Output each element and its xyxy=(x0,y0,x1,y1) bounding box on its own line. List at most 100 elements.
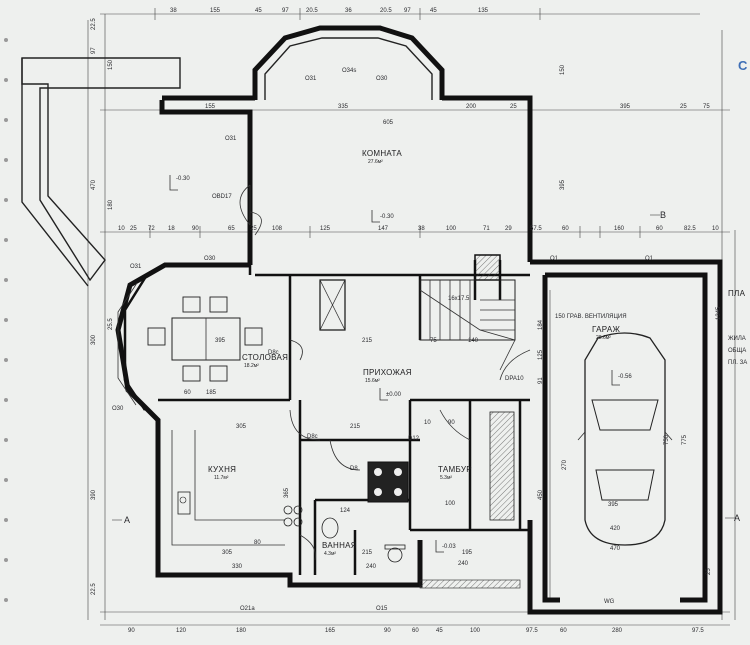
dim-inner: 185 xyxy=(206,390,217,396)
mark-window-o34: O34s xyxy=(342,68,356,74)
dim-row3: 160 xyxy=(614,226,625,232)
dim-row3: 25 xyxy=(250,226,257,232)
dim-inner: 305 xyxy=(236,424,247,430)
dim-row3: 65 xyxy=(228,226,235,232)
dining-table xyxy=(147,296,263,382)
dim-inner: 91 xyxy=(538,377,544,384)
boiler-unit xyxy=(367,461,409,503)
dim-inner: 215 xyxy=(350,424,361,430)
dim-bottom: 60 xyxy=(560,628,567,634)
dim-inner: 100 xyxy=(445,501,456,507)
mark-window-o15: O15 xyxy=(376,606,388,612)
ventilation-shaft xyxy=(319,279,346,331)
mark-window-o31a: O31 xyxy=(305,76,317,82)
mark-window-o30a: O30 xyxy=(376,76,388,82)
dim-top: 135 xyxy=(478,8,489,14)
mark-door-d12: D12 xyxy=(408,436,420,442)
dim-inner: 450 xyxy=(538,489,544,500)
dim-right: 150 xyxy=(560,64,566,75)
dim-inner: 395 xyxy=(608,502,619,508)
wall-hatch xyxy=(419,579,521,589)
dim-inner: 330 xyxy=(232,564,243,570)
dim-inner: 365 xyxy=(284,487,290,498)
dim-row2: 25 xyxy=(680,104,687,110)
dim-inner: 215 xyxy=(362,550,373,556)
dim-bottom: 97.5 xyxy=(692,628,704,634)
dim-inner: 305 xyxy=(222,550,233,556)
room-area-vestibule: 5.3м² xyxy=(440,475,452,481)
note-ventilation: 150 ГРАВ. ВЕНТИЛЯЦИЯ xyxy=(555,314,627,320)
mark-gate: WG xyxy=(604,599,615,605)
interior-walls xyxy=(158,260,530,575)
grid-letter-b: B xyxy=(660,210,666,220)
terrace-outline xyxy=(21,57,181,287)
dim-bottom: 180 xyxy=(236,628,247,634)
dims-inner: 305 185 395 215 215 305 330 240 395 420 … xyxy=(184,319,621,570)
dims-bottom: 90 120 180 165 90 60 45 100 97.5 60 280 … xyxy=(128,628,704,634)
dim-row3: 18 xyxy=(168,226,175,232)
dim-left: 300 xyxy=(91,334,97,345)
dim-top: 20.5 xyxy=(380,8,392,14)
dim-row2: 25 xyxy=(510,104,517,110)
exterior-walls xyxy=(115,95,723,615)
level-garage: -0.56 xyxy=(618,374,632,380)
dim-inner: 10 xyxy=(424,420,431,426)
dim-row3: 90 xyxy=(192,226,199,232)
dim-inner: 270 xyxy=(562,459,568,470)
dim-left: 180 xyxy=(108,199,114,210)
brand-letter: С xyxy=(738,58,748,73)
dim-left: 22.5 xyxy=(91,583,97,595)
dim-row2: 335 xyxy=(338,104,349,110)
dim-bottom: 45 xyxy=(436,628,443,634)
dim-bottom: 280 xyxy=(612,628,623,634)
dim-right: 775 xyxy=(682,434,688,445)
room-name-vestibule: ТАМБУР xyxy=(438,465,472,474)
level-markers xyxy=(169,175,620,553)
mark-window-o30b: O30 xyxy=(204,256,216,262)
note-right-3: ПЛ. ЗА xyxy=(728,360,747,366)
dim-row3: 82.5 xyxy=(684,226,696,232)
dim-inner: 90 xyxy=(448,420,455,426)
dim-right: 25 xyxy=(706,568,712,575)
dim-inner: 215 xyxy=(362,338,373,344)
binder-holes xyxy=(4,38,8,602)
dim-inner: 395 xyxy=(215,338,226,344)
bathroom-fixtures xyxy=(321,517,406,563)
mark-door-d8: D8 xyxy=(350,466,358,472)
mark-window-o31c: O31 xyxy=(130,264,142,270)
dim-inner: 60 xyxy=(184,390,191,396)
dim-top: 45 xyxy=(255,8,262,14)
dim-row3: 60 xyxy=(656,226,663,232)
level-living: -0.30 xyxy=(176,176,190,182)
mark-door-dpa: DPA10 xyxy=(505,376,524,382)
dim-inner: 75 xyxy=(430,338,437,344)
dim-inner: 80 xyxy=(254,540,261,546)
door-swings xyxy=(239,184,531,561)
dimension-lines xyxy=(87,8,736,626)
mark-door-d8c-1: D8c xyxy=(268,350,279,356)
dim-left: 22.5 xyxy=(91,18,97,30)
dim-row3: 57.5 xyxy=(530,226,542,232)
dim-inner: 140 xyxy=(468,338,479,344)
dim-top: 97 xyxy=(404,8,411,14)
bay-window-top xyxy=(252,25,445,100)
level-vestibule: -0.03 xyxy=(442,544,456,550)
dim-inner: 240 xyxy=(458,561,469,567)
level-living-2: -0.30 xyxy=(380,214,394,220)
dim-row2: 155 xyxy=(205,104,216,110)
grid-letter-a-left: A xyxy=(124,515,130,525)
dim-top: 38 xyxy=(170,8,177,14)
dim-left: 390 xyxy=(91,489,97,500)
dim-row3: 125 xyxy=(320,226,331,232)
mark-window-o1b: O1 xyxy=(645,256,654,262)
note-right-2: ОБЩА xyxy=(728,348,746,354)
mark-window-o30c: O30 xyxy=(112,406,124,412)
dim-row3: 72 xyxy=(148,226,155,232)
dims-row3: 10 25 72 18 90 65 25 108 125 147 38 100 … xyxy=(118,226,719,232)
dim-bottom: 90 xyxy=(128,628,135,634)
dim-left: 25.5 xyxy=(108,318,114,330)
dim-inner: 124 xyxy=(340,508,351,514)
dims-left: 22.5 97 150 470 180 300 25.5 390 22.5 xyxy=(91,18,114,595)
staircase xyxy=(419,279,516,371)
level-hall: ±0.00 xyxy=(386,392,402,398)
